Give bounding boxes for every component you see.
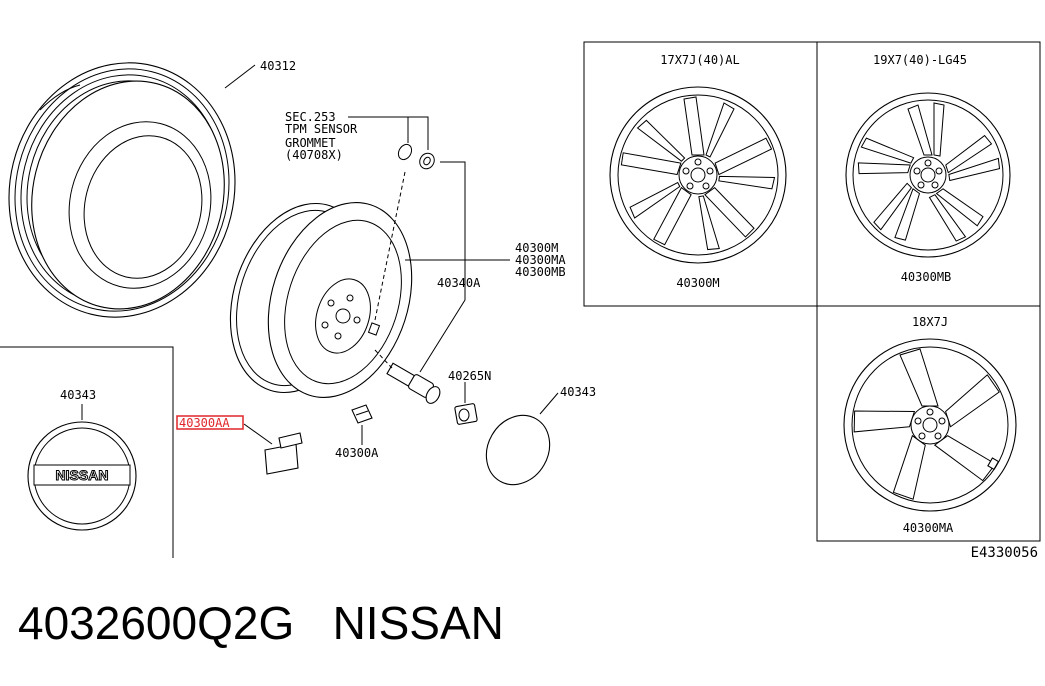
grommet-rings [397,143,435,170]
panel-19in-part: 40300MB [901,270,952,284]
balance-weight-part-label: 40300A [335,446,379,460]
panel-18in [816,305,1041,542]
panel-17in-part: 40300M [676,276,719,290]
balance-weight-aa [264,432,303,475]
wheel-part-label-ma: 40300MA [515,253,566,267]
tire-leader [224,64,256,89]
wheel-part-label-mb: 40300MB [515,265,566,279]
wheel-part-label-m: 40300M [515,241,558,255]
tire-part-label: 40312 [260,59,296,73]
part-number: 4032600Q2G [18,597,295,649]
diagram-code: E4330056 [971,545,1038,561]
tire-drawing [8,62,236,318]
sec-reference-label: SEC.253 [285,110,336,124]
panel-17in-title: 17X7J(40)AL [660,53,739,67]
wheel-17in-drawing [609,86,787,264]
tpm-sensor-label: TPM SENSOR [285,122,358,136]
balance-weight-a [351,404,373,424]
valve-part-label: 40340A [437,276,481,290]
badge-text: NISSAN [56,467,109,483]
valve-stem-drawing [374,349,441,404]
panel-18in-title: 18X7J [912,315,948,329]
panel-19in-title: 19X7(40)-LG45 [873,53,967,67]
grommet-label: GROMMET [285,136,336,150]
inset-border [0,346,174,558]
inset-part-label: 40343 [60,388,96,402]
caption: 4032600Q2G NISSAN [18,596,504,650]
center-cap-part-label: 40343 [560,385,596,399]
panel-18in-part: 40300MA [903,521,954,535]
lug-nut-drawing [454,403,478,425]
highlight-box [176,415,244,430]
brand-name: NISSAN [332,597,504,649]
nissan-badge: NISSAN [27,421,137,531]
highlighted-part-label: 40300AA [179,416,230,430]
grommet-part-label: (40708X) [285,148,343,162]
center-cap-outline [485,414,551,486]
wheel-19in-drawing [845,92,1011,258]
wheel-18in-drawing [843,338,1017,512]
lug-nut-part-label: 40265N [448,369,491,383]
wheel-drawing [229,202,413,398]
